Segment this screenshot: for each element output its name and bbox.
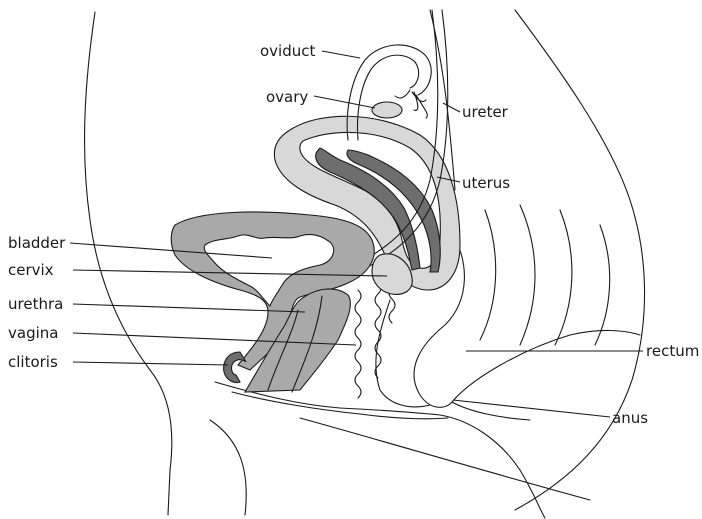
perineum-outline [215,382,545,518]
label-clitoris: clitoris [8,353,58,371]
label-cervix: cervix [8,261,54,279]
rectum-inner [376,300,430,407]
label-uterus: uterus [462,174,510,192]
label-vagina: vagina [8,324,58,342]
anal-canal [452,402,530,420]
sacrum-curve-1 [480,210,496,340]
thigh-outline [210,420,246,515]
leader-anus [453,400,610,417]
label-oviduct: oviduct [260,42,315,60]
label-bladder: bladder [8,234,65,252]
sacrum-curve-3 [555,210,572,345]
leader-ovary [314,96,375,108]
leader-oviduct [322,51,360,58]
leader-ureter [443,103,460,112]
label-anus: anus [612,409,648,427]
label-urethra: urethra [8,295,63,313]
label-ureter: ureter [462,103,508,121]
label-ovary: ovary [266,88,308,106]
perineum-inner [232,392,448,419]
sacrum-curve-4 [595,225,610,345]
sacrum-curve-2 [520,205,535,345]
label-rectum: rectum [646,342,699,360]
ovary-shape [372,102,402,118]
body-outline-front [85,12,172,515]
leader-clitoris [73,362,228,365]
vaginal-wall-1 [355,290,361,398]
lower-curve [300,418,590,500]
